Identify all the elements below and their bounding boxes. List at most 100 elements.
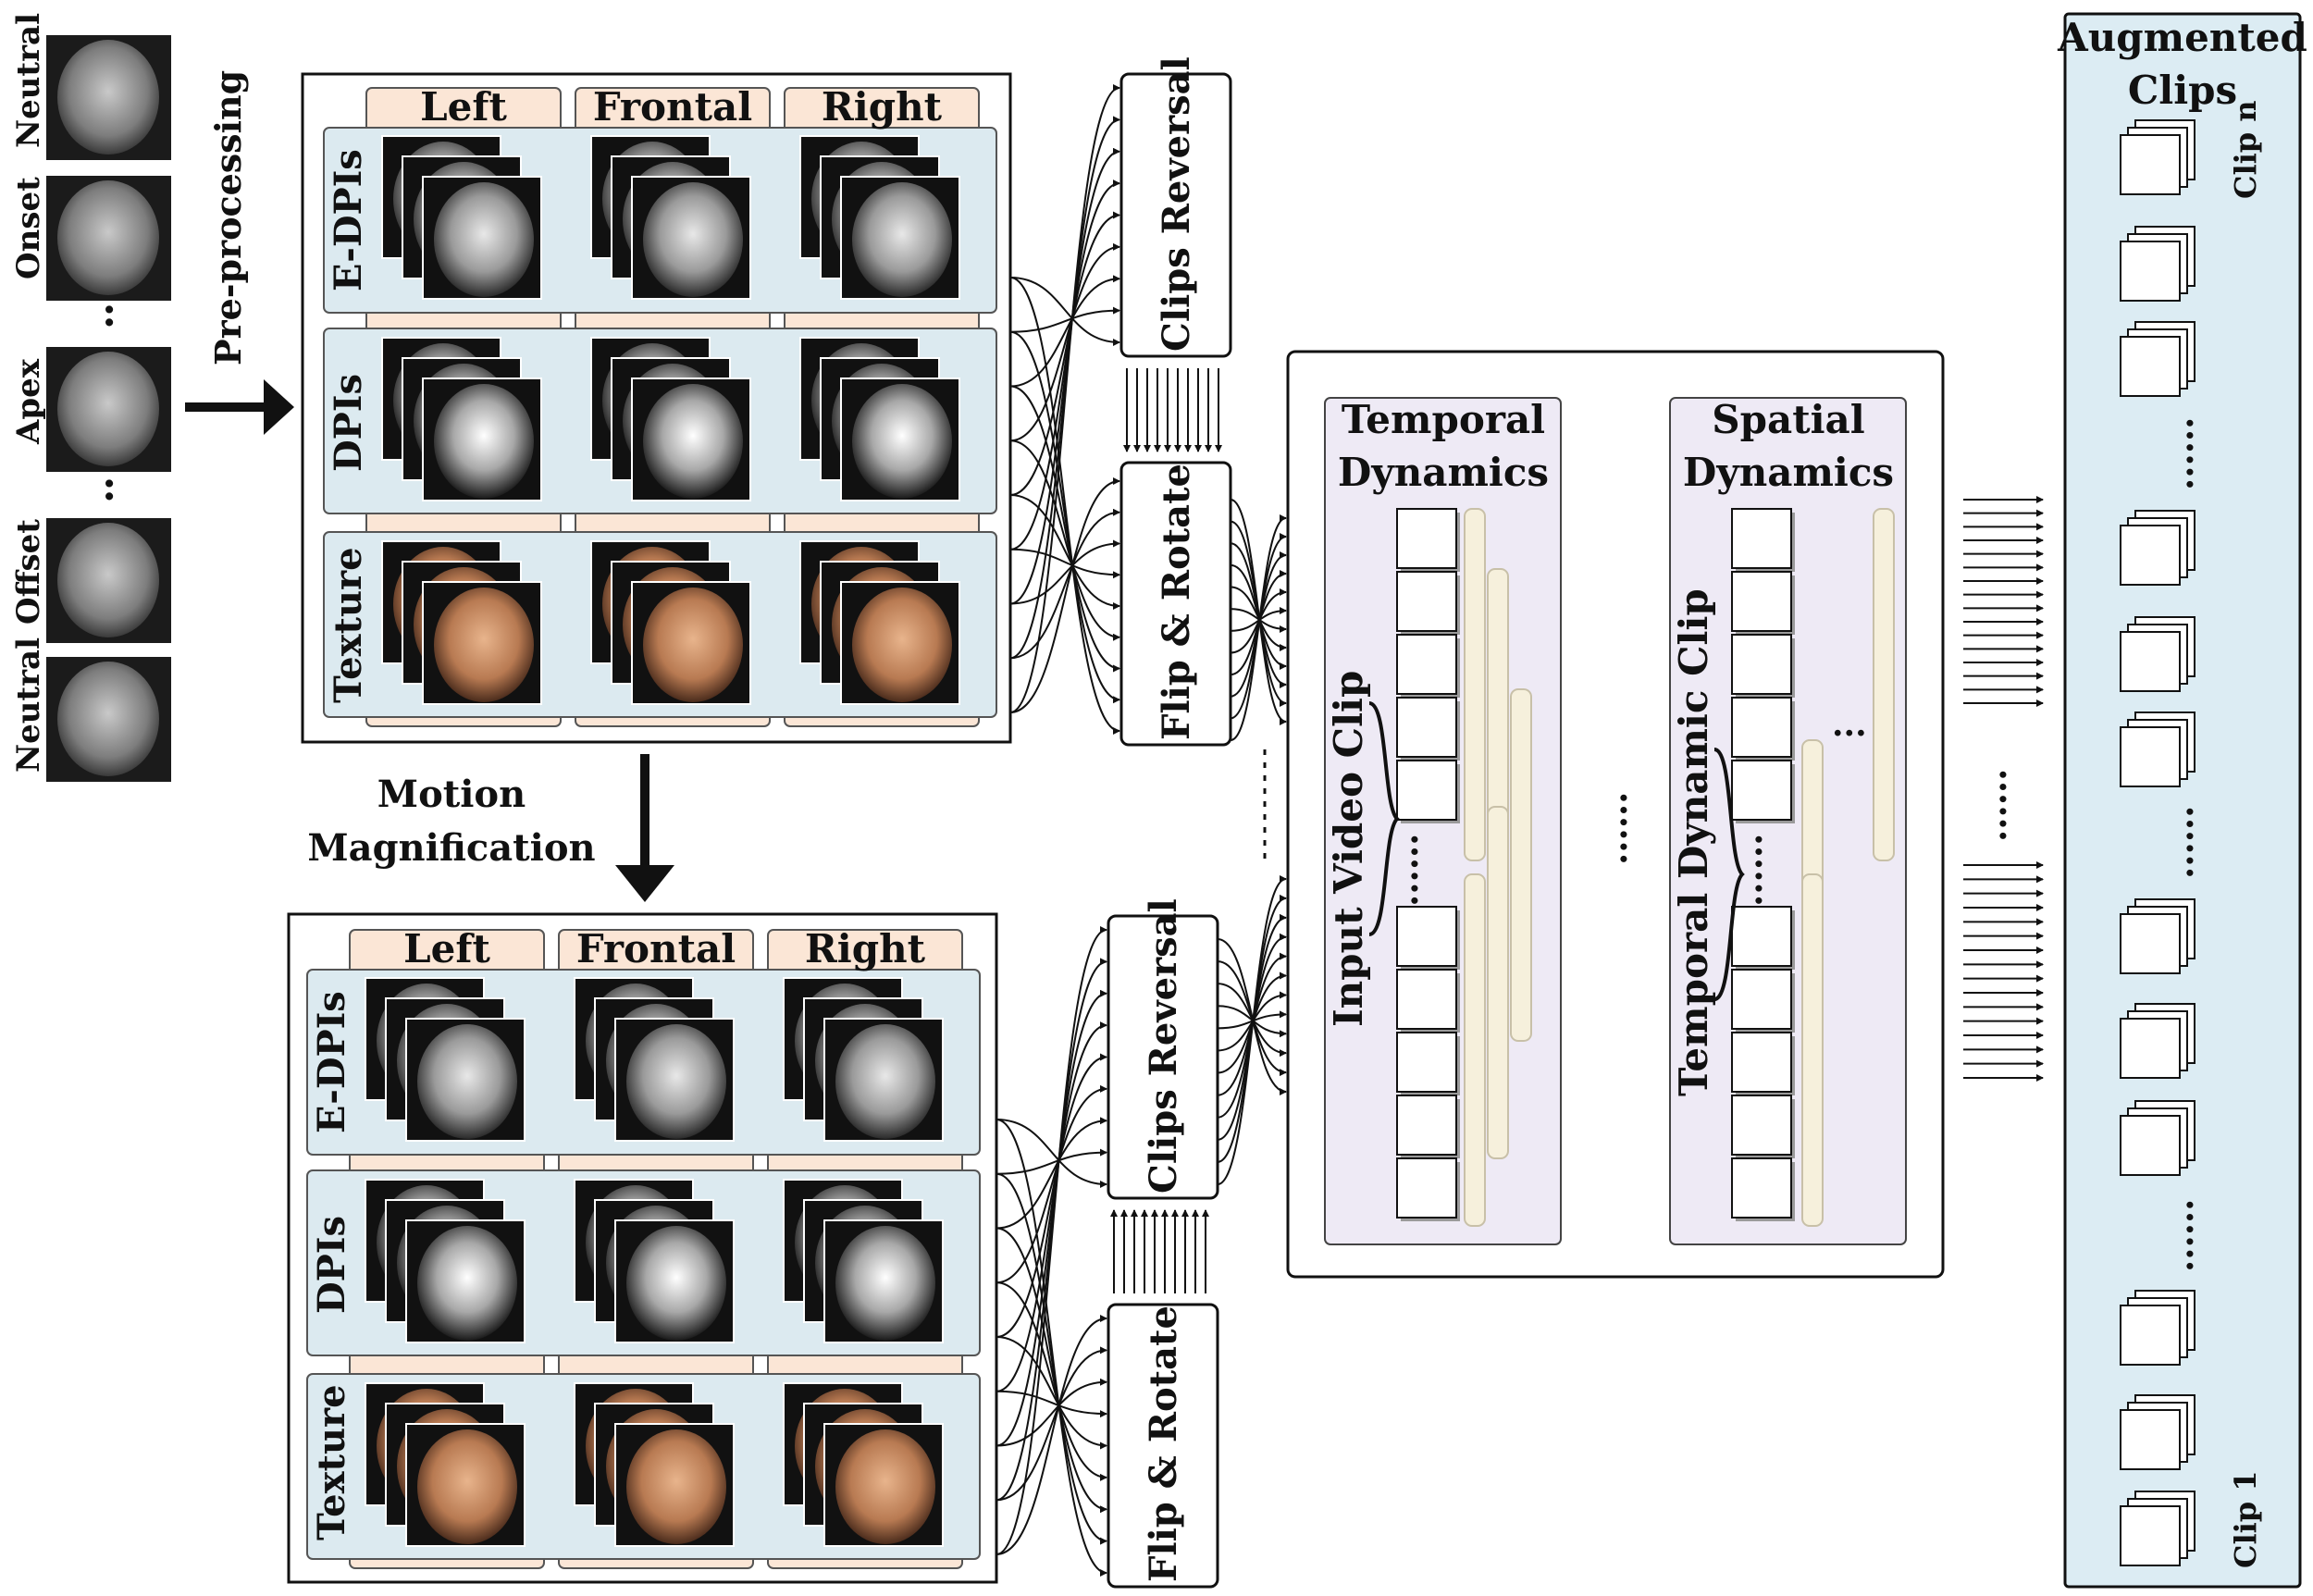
spatial-window-bar (1873, 508, 1895, 861)
bottom-row-label-texture: Texture (310, 1384, 353, 1540)
top-header-frontal: Frontal (593, 84, 752, 130)
input-clip-ellipsis: ...... (1384, 834, 1426, 907)
grid-to-clips-reversal-arrow (996, 1084, 1107, 1284)
grid-to-clips-reversal-arrow (1009, 242, 1120, 442)
augmented-clip-frame (2120, 1305, 2181, 1366)
augmented-ellipsis-2: ...... (2159, 806, 2201, 879)
grid-to-clips-reversal-arrow (996, 926, 1107, 1555)
ops-to-dynamics-arrow (1230, 586, 1287, 651)
temporal-clip-frame (1731, 697, 1792, 758)
bottom-face-stack-texture-right (783, 1382, 944, 1547)
top-header-right: Right (822, 84, 943, 130)
temporal-window-bar (1487, 806, 1509, 1159)
augmented-ellipsis-1: ...... (2159, 417, 2201, 490)
input-clip-frame (1396, 1095, 1457, 1156)
grid-to-clips-reversal-arrow (996, 1053, 1107, 1338)
bottom-header-frontal: Frontal (576, 926, 736, 971)
frame-label-onset: Onset (10, 177, 47, 279)
input-frame-neutral-1 (46, 35, 171, 160)
grid-to-clips-reversal-arrow (996, 1021, 1107, 1392)
bottom-face (835, 1024, 935, 1139)
motion-label-line2: Magnification (307, 826, 595, 870)
grid-to-clips-reversal-arrow (996, 1119, 1107, 1188)
grid-to-clips-reversal-arrow (1009, 84, 1120, 713)
top-face (852, 588, 952, 702)
grid-to-flip-rotate-arrow (1009, 330, 1120, 704)
grid-to-clips-reversal-arrow (1009, 147, 1120, 605)
input-clip-frame (1396, 1157, 1457, 1219)
temporal-clip-frame (1731, 1032, 1792, 1093)
input-clip-brace (1368, 701, 1400, 936)
top-clips-reversal-box (1119, 72, 1232, 358)
temporal-window-bar (1464, 873, 1486, 1227)
temporal-title-line2: Dynamics (1338, 450, 1549, 495)
frame-dots-1: : (102, 289, 117, 336)
bottom-header-left: Left (403, 926, 490, 971)
bottom-face-stack-dpis-right (783, 1179, 944, 1343)
top-face-stack-texture-left (381, 540, 542, 705)
input-frame-neutral-2 (46, 657, 171, 782)
input-clip-frame (1396, 760, 1457, 821)
temporal-dynamic-clip-label: Temporal Dynamic Clip (1671, 588, 1716, 1096)
input-clip-frame (1396, 1032, 1457, 1093)
augmented-clip-frame (2120, 1505, 2181, 1566)
grid-to-flip-rotate-arrow (1009, 548, 1120, 579)
spatial-ellipsis: ... (1832, 705, 1867, 744)
grid-to-clips-reversal-arrow (1009, 179, 1120, 551)
bottom-face-stack-edpis-frontal (574, 977, 735, 1142)
grid-to-clips-reversal-arrow (996, 1148, 1107, 1175)
fan-arrows (996, 84, 1287, 1577)
frame-label-apex: Apex (10, 358, 47, 445)
top-face-stack-dpis-right (799, 337, 960, 501)
grid-to-flip-rotate-arrow (996, 1346, 1107, 1502)
top-face-stack-texture-right (799, 540, 960, 705)
grid-to-flip-rotate-arrow (996, 1315, 1107, 1555)
augmented-title-line1: Augmented (2057, 15, 2307, 60)
temporal-window-bar (1510, 688, 1532, 1042)
grid-to-clips-reversal-arrow (1009, 211, 1120, 496)
bottom-flip-rotate-label: Flip & Rotate (1142, 1305, 1185, 1582)
grid-to-flip-rotate-arrow (1009, 385, 1120, 673)
top-face (852, 182, 952, 297)
temporal-clip-frame (1731, 906, 1792, 967)
bottom-face-stack-texture-frontal (574, 1382, 735, 1547)
augmented-title-line2: Clips (2128, 68, 2237, 113)
temporal-window-bar (1464, 508, 1486, 861)
grid-to-flip-rotate-arrow (1009, 539, 1120, 605)
bottom-clips-reversal-label: Clips Reversal (1142, 898, 1185, 1194)
grid-to-flip-rotate-arrow (1009, 477, 1120, 713)
grid-to-clips-reversal-arrow (1009, 116, 1120, 660)
bottom-face-stack-edpis-left (365, 977, 526, 1142)
ops-to-dynamics-arrow (1217, 1005, 1287, 1038)
top-face (434, 588, 534, 702)
augmented-clip-frame (2120, 913, 2181, 974)
bottom-flip-rotate-box (1107, 1303, 1219, 1589)
dynamics-panel: Temporal Dynamics Spatial Dynamics Input… (1286, 350, 2014, 1279)
temporal-clip-frame (1731, 760, 1792, 821)
grid-to-flip-rotate-arrow (996, 1378, 1107, 1447)
input-frame-offset (46, 518, 171, 643)
augmented-clip-frame (2120, 241, 2181, 302)
bottom-face (626, 1024, 726, 1139)
bottom-face (626, 1226, 726, 1341)
spatial-title-line1: Spatial (1712, 397, 1864, 442)
preprocessing-arrowhead (264, 379, 294, 435)
bottom-face (417, 1024, 517, 1139)
input-video-clip-label: Input Video Clip (1326, 671, 1371, 1027)
bottom-face-stack-texture-left (365, 1382, 526, 1547)
bottom-face-stack-edpis-right (783, 977, 944, 1142)
input-frame-onset (46, 176, 171, 301)
grid-to-clips-reversal-arrow (996, 958, 1107, 1502)
top-face-stack-texture-frontal (590, 540, 751, 705)
grid-to-flip-rotate-arrow (996, 1390, 1107, 1418)
ops-to-dynamics-arrow (1217, 983, 1287, 1058)
spatial-title-line2: Dynamics (1683, 450, 1894, 495)
augmented-clip-frame (2120, 1018, 2181, 1079)
bottom-face-stack-dpis-left (365, 1179, 526, 1343)
top-flip-rotate-label: Flip & Rotate (1155, 464, 1198, 740)
augmented-clips-panel: Augmented Clips Clip n Clip 1 ...... ...… (2057, 12, 2307, 1589)
preprocessing-label: Pre-processing (207, 70, 249, 365)
to-augmented-ellipsis: ...... (1973, 769, 2014, 842)
bottom-face (417, 1226, 517, 1341)
spatial-window-bar (1801, 873, 1824, 1227)
